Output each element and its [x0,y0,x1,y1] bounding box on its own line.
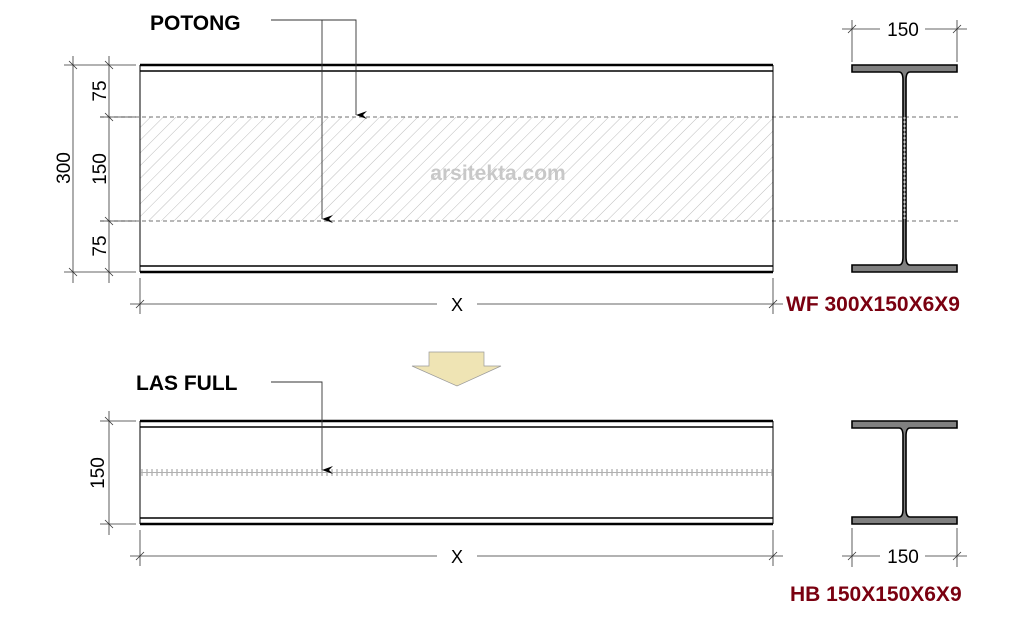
dim-bottom-75: 75 [90,235,111,256]
cut-zone-hatch [140,117,773,221]
profile-name-hb: HB 150X150X6X9 [790,583,962,606]
down-arrow-icon [411,351,502,387]
hb-section-icon [851,420,958,525]
vertical-dimensions-wf [64,56,136,283]
watermark: arsitekta.com [430,162,565,185]
dim-height-150: 150 [88,457,109,489]
section-width-150-top: 150 [887,20,919,41]
wf-beam-elevation: arsitekta.com [100,63,960,274]
section-width-dim-hb [842,528,967,567]
dim-top-75: 75 [90,80,111,101]
weld-label: LAS FULL [136,372,238,395]
vertical-dimension-hb [100,411,136,535]
profile-name-wf: WF 300X150X6X9 [786,293,960,316]
dim-length-x-top: X [451,295,463,315]
length-dimension-hb [130,530,783,566]
hb-beam-elevation [139,419,774,526]
section-width-dim-wf [842,20,967,62]
cut-callout: POTONG [150,12,367,223]
length-dimension-wf [130,278,783,314]
section-width-150-bottom: 150 [887,547,919,568]
dim-total-300: 300 [54,152,75,184]
cut-label: POTONG [150,12,241,35]
weld-callout: LAS FULL [136,372,333,474]
dim-length-x-bottom: X [451,547,463,567]
dim-middle-150: 150 [90,153,111,185]
wf-section-icon [851,64,958,273]
